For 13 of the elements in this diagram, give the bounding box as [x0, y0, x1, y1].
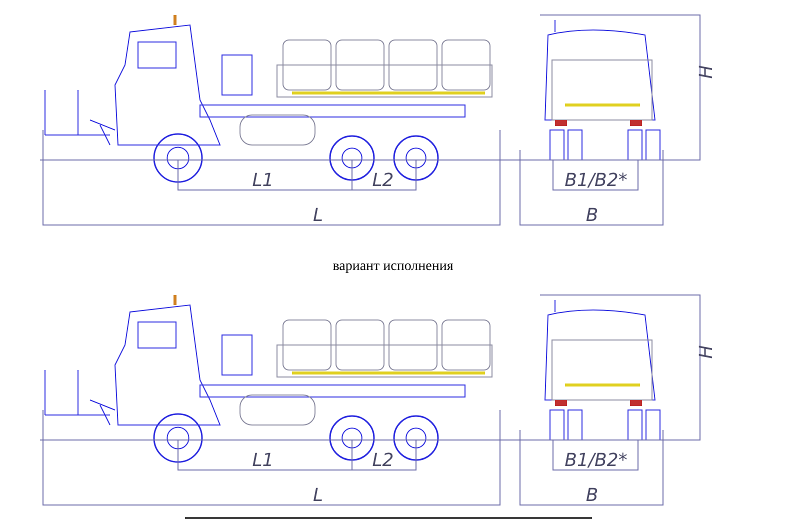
dimension-label: L2 [372, 172, 394, 190]
dimension-label: H [698, 65, 716, 79]
dimension-label: B [586, 207, 598, 225]
dimension-label: L [312, 487, 324, 505]
caption-text: вариант исполнения [332, 260, 454, 274]
dimension-label: L2 [372, 452, 394, 470]
dimension-label: L1 [252, 172, 274, 190]
dimension-label: B1/B2* [564, 452, 628, 470]
dimension-label: B [586, 487, 598, 505]
dimension-label: B1/B2* [564, 172, 628, 190]
dimension-label: H [698, 345, 716, 359]
dimension-label: L1 [252, 452, 274, 470]
dimension-label: L [312, 207, 324, 225]
